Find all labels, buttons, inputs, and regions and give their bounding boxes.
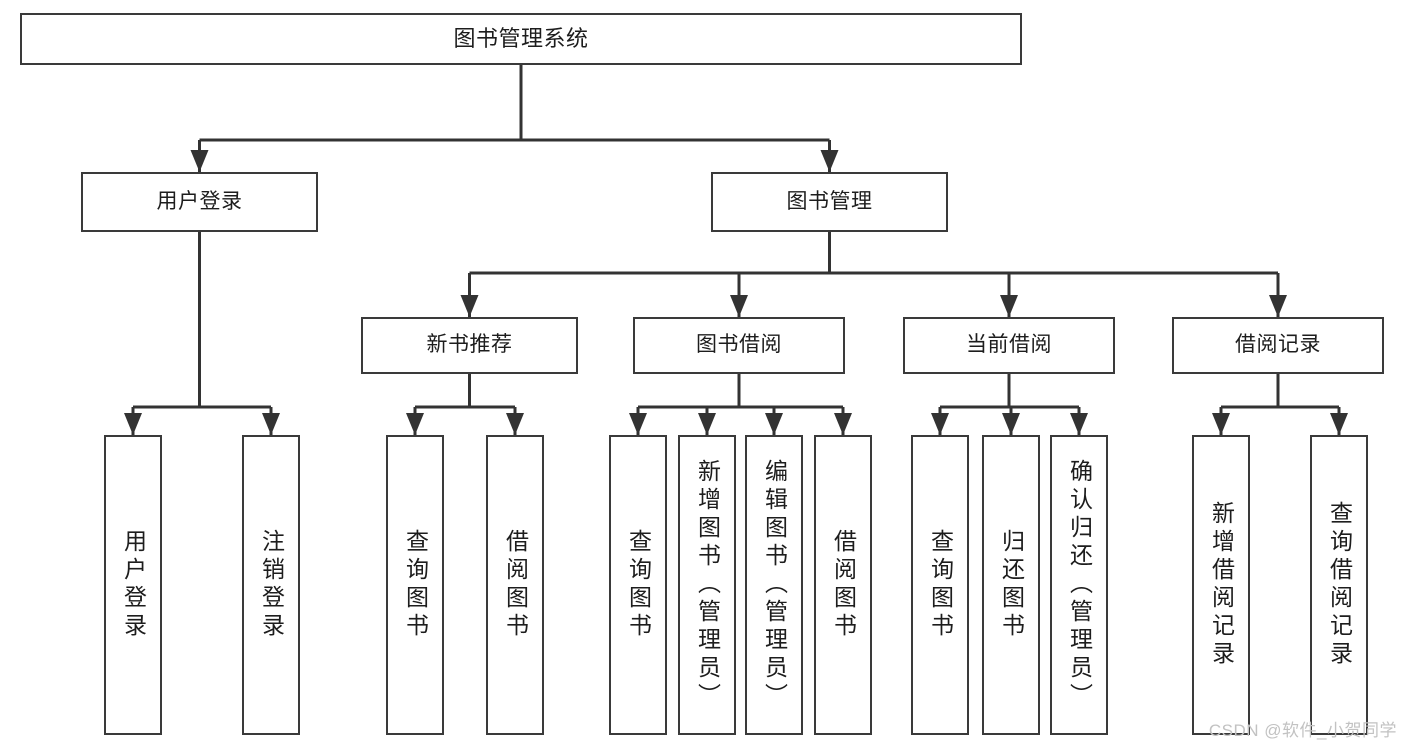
node-leaf-borrow-book-1[interactable]: 借阅图书 (486, 435, 544, 735)
node-leaf-confirm-return[interactable]: 确认归还（管理员） (1050, 435, 1108, 735)
node-leaf-add-record[interactable]: 新增借阅记录 (1192, 435, 1250, 735)
node-new-book-rec[interactable]: 新书推荐 (361, 317, 578, 374)
node-book-borrow[interactable]: 图书借阅 (633, 317, 845, 374)
node-leaf-borrow-book-2[interactable]: 借阅图书 (814, 435, 872, 735)
node-leaf-user-login[interactable]: 用户登录 (104, 435, 162, 735)
node-label: 借阅图书 (502, 529, 529, 641)
node-borrow-record[interactable]: 借阅记录 (1172, 317, 1384, 374)
node-leaf-query-book-3[interactable]: 查询图书 (911, 435, 969, 735)
node-book-manage[interactable]: 图书管理 (711, 172, 948, 232)
node-leaf-query-book-2[interactable]: 查询图书 (609, 435, 667, 735)
node-label: 编辑图书（管理员） (761, 459, 788, 711)
node-label: 图书管理 (786, 189, 873, 213)
node-label: 新增借阅记录 (1208, 501, 1235, 669)
node-label: 确认归还（管理员） (1066, 459, 1093, 711)
node-label: 归还图书 (998, 529, 1025, 641)
node-label: 查询借阅记录 (1326, 501, 1353, 669)
node-label: 借阅图书 (830, 529, 857, 641)
node-leaf-edit-book[interactable]: 编辑图书（管理员） (745, 435, 803, 735)
node-label: 图书借阅 (696, 333, 782, 357)
node-label: 图书管理系统 (453, 26, 589, 52)
watermark: CSDN @软件_小贺同学 (1208, 721, 1397, 740)
node-leaf-add-book[interactable]: 新增图书（管理员） (678, 435, 736, 735)
node-label: 注销登录 (258, 529, 285, 641)
node-label: 用户登录 (120, 529, 147, 641)
node-current-borrow[interactable]: 当前借阅 (903, 317, 1115, 374)
node-label: 新书推荐 (426, 333, 513, 357)
node-label: 查询图书 (625, 529, 652, 641)
node-label: 查询图书 (927, 529, 954, 641)
node-label: 查询图书 (402, 529, 429, 641)
node-leaf-query-record[interactable]: 查询借阅记录 (1310, 435, 1368, 735)
node-user-login[interactable]: 用户登录 (81, 172, 318, 232)
node-label: 新增图书（管理员） (694, 459, 721, 711)
node-root[interactable]: 图书管理系统 (20, 13, 1022, 65)
node-leaf-return-book[interactable]: 归还图书 (982, 435, 1040, 735)
node-label: 借阅记录 (1235, 333, 1321, 357)
node-leaf-query-book-1[interactable]: 查询图书 (386, 435, 444, 735)
node-label: 用户登录 (156, 189, 243, 213)
node-leaf-user-logout[interactable]: 注销登录 (242, 435, 300, 735)
node-label: 当前借阅 (966, 333, 1052, 357)
